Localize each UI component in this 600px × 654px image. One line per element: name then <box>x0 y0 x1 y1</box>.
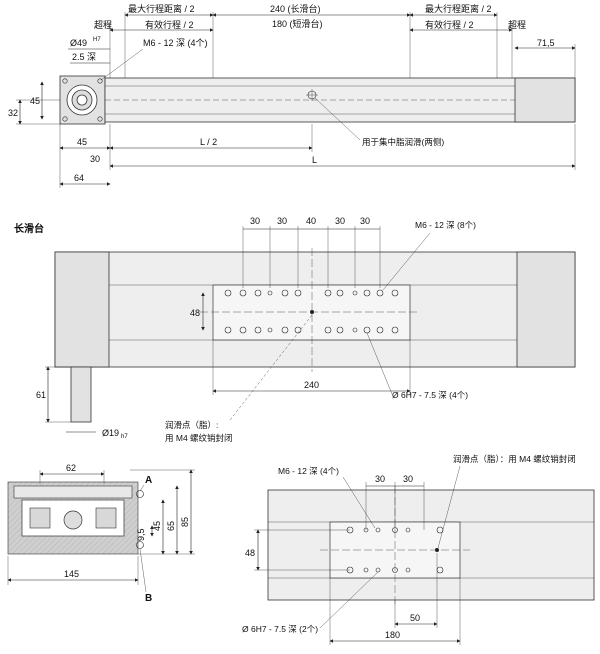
l-label: L <box>312 155 317 165</box>
right-end-cap <box>514 77 576 123</box>
phi19-tol: h7 <box>121 434 128 440</box>
dim-61: 61 <box>36 390 46 400</box>
drive-shaft <box>70 366 92 423</box>
guide-right <box>95 507 117 529</box>
dim-45-horizontal: 45 <box>77 137 87 147</box>
dim-30: 30 <box>90 154 100 164</box>
spacing-1: 30 <box>250 216 260 226</box>
m6-holes-long-note: M6 - 12 深 (8个) <box>415 220 476 230</box>
phi19-label: Ø19 <box>102 428 119 438</box>
mount-hole <box>62 116 68 122</box>
dowel-note-short: Ø 6H7 - 7.5 深 (2个) <box>242 624 318 634</box>
carriage-top <box>13 485 133 499</box>
guide-left <box>29 507 51 529</box>
phi49-tol: H7 <box>93 37 101 43</box>
lube-note-short: 润滑点（脂）：用 M4 螺纹销封闭 <box>453 454 576 464</box>
lube-point-line1: 润滑点（脂）: <box>165 420 218 430</box>
len-short-label: 180 (短滑台) <box>272 18 323 29</box>
depth-2-5: 2.5 深 <box>72 52 96 62</box>
dim-32: 32 <box>8 108 18 118</box>
m6-holes-short-note: M6 - 12 深 (4个) <box>278 466 339 476</box>
dim-9-5: 9,5 <box>136 528 146 541</box>
dim-85: 85 <box>180 517 190 527</box>
right-cap <box>516 251 576 368</box>
long-carriage-view: 长滑台 30 30 40 30 30 <box>14 216 576 443</box>
spacing-short-2: 30 <box>403 474 413 484</box>
dim-62: 62 <box>66 463 76 473</box>
label-b-bubble <box>136 541 144 549</box>
overrun-left-label: 超程 <box>94 19 112 30</box>
spacing-4: 30 <box>335 216 345 226</box>
l-half-label: L / 2 <box>200 137 217 147</box>
dim-45-vertical: 45 <box>30 96 40 106</box>
mount-hole <box>97 116 103 122</box>
dim-48-long: 48 <box>190 308 200 318</box>
spacing-5: 30 <box>360 216 370 226</box>
mount-hole <box>62 78 68 84</box>
dim-65: 65 <box>166 521 176 531</box>
section-view: 62 145 9,5 45 65 85 A B <box>7 463 195 604</box>
dim-180: 180 <box>385 630 400 640</box>
m6-holes-label: M6 - 12 深 (4个) <box>143 38 208 48</box>
dim-64: 64 <box>74 173 84 183</box>
top-view: 最大行程距离 / 2 超程 有效行程 / 2 240 (长滑台) 180 (短滑… <box>8 3 576 188</box>
lube-point-line2: 用 M4 螺纹销封闭 <box>165 433 233 443</box>
short-carriage-view: M6 - 12 深 (4个) 润滑点（脂）：用 M4 螺纹销封闭 30 30 4… <box>242 454 595 645</box>
dim-145: 145 <box>64 569 79 579</box>
label-b: B <box>145 593 152 604</box>
left-cap <box>54 251 110 368</box>
long-carriage-title: 长滑台 <box>14 222 44 235</box>
dowel-note-long: Ø 6H7 - 7.5 深 (4个) <box>392 390 468 400</box>
dim-71-5: 71,5 <box>537 38 555 48</box>
spacing-short-1: 30 <box>375 474 385 484</box>
overrun-right-label: 超程 <box>508 19 526 30</box>
lube-note: 用于集中脂润滑(两侧) <box>362 137 444 147</box>
belt-pulley <box>63 510 83 530</box>
eff-travel-right-label: 有效行程 / 2 <box>425 19 474 30</box>
shaft-end <box>76 94 88 106</box>
label-a-bubble <box>136 490 144 498</box>
dim-45-section: 45 <box>152 521 162 531</box>
max-travel-right-label: 最大行程距离 / 2 <box>425 3 492 14</box>
dim-48-short: 48 <box>245 548 255 558</box>
max-travel-left-label: 最大行程距离 / 2 <box>128 3 195 14</box>
carriage-holes <box>224 289 399 334</box>
eff-travel-left-label: 有效行程 / 2 <box>145 19 194 30</box>
phi49-label: Ø49 <box>70 38 87 48</box>
mount-hole <box>97 78 103 84</box>
dim-50: 50 <box>410 613 420 623</box>
len-long-label: 240 (长滑台) <box>270 3 321 14</box>
spacing-2: 30 <box>277 216 287 226</box>
spacing-3: 40 <box>306 216 316 226</box>
label-a: A <box>145 475 152 486</box>
dim-240: 240 <box>304 380 319 390</box>
